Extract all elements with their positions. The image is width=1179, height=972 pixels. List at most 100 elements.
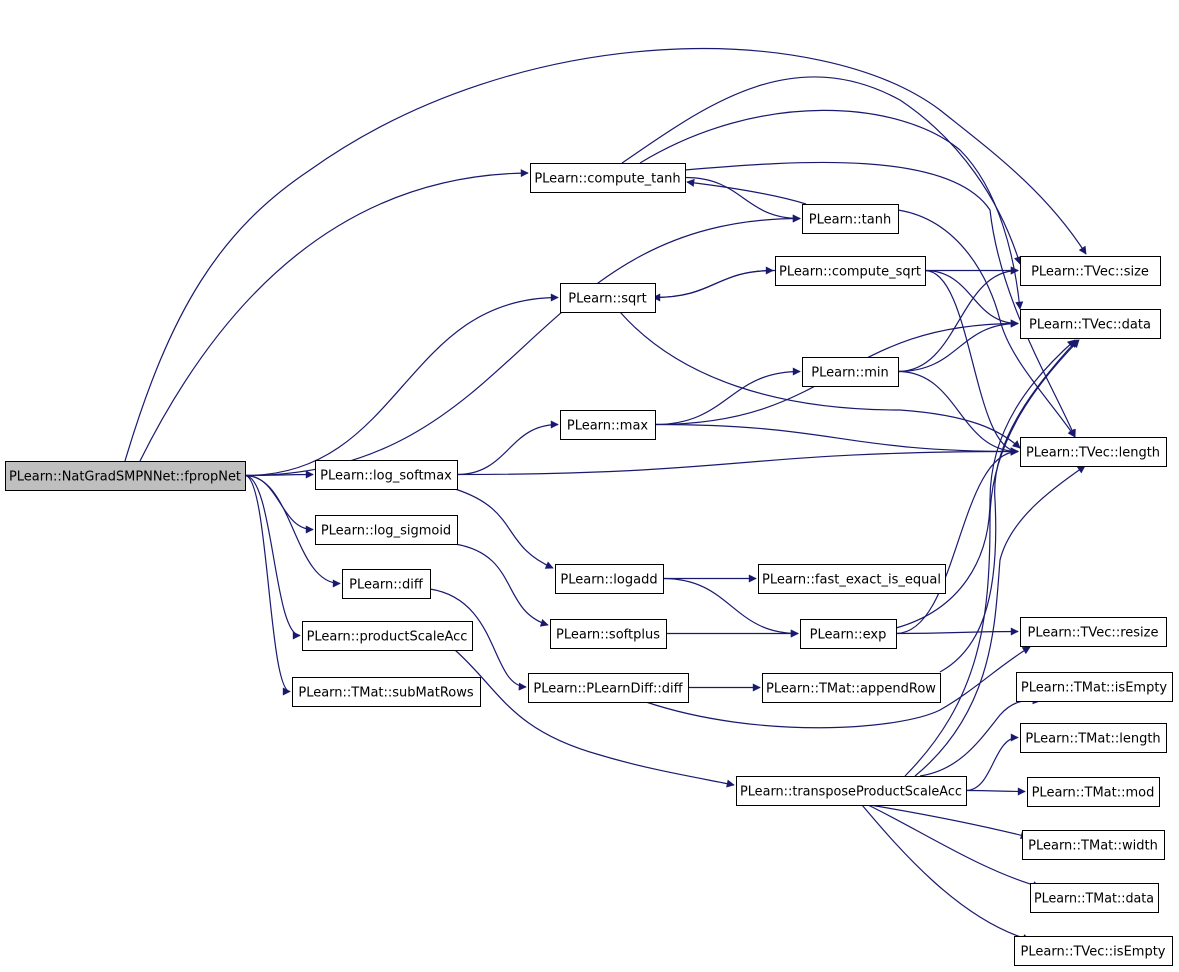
edge-max-to-TVec_length [654, 423, 1019, 456]
node-label: PLearn::transposeProductScaleAcc [740, 785, 962, 800]
node-box [802, 204, 899, 234]
edge-compute_tanh-to-tanh [684, 176, 801, 223]
node-box [1030, 883, 1159, 913]
node-box [1016, 672, 1173, 702]
node-label: PLearn::PLearnDiff::diff [533, 682, 683, 697]
edge-fpropNet-to-log_softmax [244, 470, 314, 479]
node-box [560, 410, 656, 440]
node-TMat_mod[interactable]: PLearn::TMat::mod [1027, 777, 1160, 807]
edge-transposeProductScaleAcc-to-TMat_mod [965, 787, 1026, 796]
node-diff[interactable]: PLearn::diff [342, 569, 431, 599]
node-box [560, 283, 656, 313]
node-PLearnDiff_diff[interactable]: PLearn::PLearnDiff::diff [528, 673, 689, 703]
node-compute_sqrt[interactable]: PLearn::compute_sqrt [775, 256, 926, 286]
nodes: PLearn::NatGradSMPNNet::fpropNetPLearn::… [5, 163, 1173, 966]
node-TVec_isEmpty[interactable]: PLearn::TVec::isEmpty [1014, 936, 1173, 966]
node-box [342, 569, 431, 599]
edge-min-to-TVec_data [897, 319, 1019, 373]
node-logadd[interactable]: PLearn::logadd [555, 564, 664, 594]
edges [124, 48, 1087, 942]
node-box [1020, 437, 1167, 467]
node-TMat_isEmpty[interactable]: PLearn::TMat::isEmpty [1016, 672, 1173, 702]
edge-compute_sqrt-to-sqrt [652, 269, 776, 302]
edge-transposeProductScaleAcc-to-TVec_isEmpty [861, 804, 1031, 942]
node-box [1022, 830, 1165, 860]
node-max[interactable]: PLearn::max [560, 410, 656, 440]
node-label: PLearn::fast_exact_is_equal [762, 573, 941, 588]
node-label: PLearn::exp [810, 628, 887, 643]
node-label: PLearn::TVec::isEmpty [1021, 945, 1166, 960]
node-log_sigmoid[interactable]: PLearn::log_sigmoid [315, 515, 458, 545]
node-TMat_width[interactable]: PLearn::TMat::width [1022, 830, 1165, 860]
edge-PLearnDiff_diff-to-TVec_resize [645, 646, 1031, 729]
node-TVec_resize[interactable]: PLearn::TVec::resize [1020, 617, 1167, 647]
node-label: PLearn::TMat::isEmpty [1021, 681, 1168, 696]
edge-compute_sqrt-to-TVec_data [924, 269, 1019, 328]
node-sqrt[interactable]: PLearn::sqrt [560, 283, 656, 313]
node-TMat_data[interactable]: PLearn::TMat::data [1030, 883, 1159, 913]
node-label: PLearn::compute_sqrt [779, 265, 921, 280]
edge-sqrt-to-TVec_length [619, 311, 1021, 449]
edge-transposeProductScaleAcc-to-TMat_data [867, 804, 1041, 889]
node-label: PLearn::tanh [809, 213, 891, 228]
node-box [528, 673, 689, 703]
edge-fpropNet-to-TVec_size [124, 48, 1087, 462]
node-compute_tanh[interactable]: PLearn::compute_tanh [530, 163, 686, 193]
edge-transposeProductScaleAcc-to-TMat_width [869, 804, 1029, 840]
node-label: PLearn::log_sigmoid [321, 524, 451, 539]
edge-log_softmax-to-max [456, 420, 559, 476]
node-TVec_length[interactable]: PLearn::TVec::length [1020, 437, 1167, 467]
edge-appendRow-to-TVec_data [939, 339, 1078, 673]
node-fast_exact_is_equal[interactable]: PLearn::fast_exact_is_equal [758, 564, 946, 594]
node-box [800, 619, 897, 649]
node-label: PLearn::logadd [560, 573, 657, 588]
edge-min-to-TVec_size [897, 266, 1019, 373]
node-box [758, 564, 946, 594]
edge-transposeProductScaleAcc-to-TVec_length [914, 465, 1086, 777]
node-box [555, 564, 664, 594]
edge-logadd-to-exp [662, 577, 799, 638]
node-TVec_size[interactable]: PLearn::TVec::size [1020, 256, 1161, 286]
node-appendRow[interactable]: PLearn::TMat::appendRow [762, 673, 941, 703]
node-fpropNet[interactable]: PLearn::NatGradSMPNNet::fpropNet [5, 461, 246, 491]
node-tanh[interactable]: PLearn::tanh [802, 204, 899, 234]
node-box [315, 460, 458, 490]
node-label: PLearn::TMat::appendRow [766, 682, 936, 697]
node-log_softmax[interactable]: PLearn::log_softmax [315, 460, 458, 490]
edge-log_softmax-to-logadd [454, 488, 554, 569]
edge-tanh-to-compute_tanh [686, 178, 807, 205]
edge-exp-to-TVec_data [895, 339, 1076, 629]
edge-productScaleAcc-to-transposeProductScaleAcc [454, 649, 735, 788]
node-label: PLearn::TVec::length [1026, 446, 1160, 461]
edge-compute_tanh-to-TVec_length [684, 161, 1076, 438]
edge-exp-to-TVec_resize [895, 627, 1019, 636]
node-label: PLearn::TVec::size [1031, 265, 1149, 280]
node-min[interactable]: PLearn::min [802, 357, 899, 387]
node-box [530, 163, 686, 193]
node-box [5, 461, 246, 491]
node-label: PLearn::min [811, 366, 888, 381]
node-label: PLearn::TVec::resize [1028, 626, 1159, 641]
node-TVec_data[interactable]: PLearn::TVec::data [1020, 309, 1161, 339]
edge-log_sigmoid-to-softplus [454, 543, 549, 627]
edge-exp-to-TVec_length [895, 447, 1019, 635]
edge-compute_sqrt-to-TVec_length [924, 269, 1019, 456]
node-transposeProductScaleAcc[interactable]: PLearn::transposeProductScaleAcc [736, 776, 967, 806]
node-box [736, 776, 967, 806]
node-label: PLearn::max [567, 419, 649, 434]
node-productScaleAcc[interactable]: PLearn::productScaleAcc [302, 621, 473, 651]
node-TMat_length[interactable]: PLearn::TMat::length [1020, 723, 1167, 753]
node-label: PLearn::sqrt [568, 292, 646, 307]
node-box [550, 619, 667, 649]
node-softplus[interactable]: PLearn::softplus [550, 619, 667, 649]
edge-fpropNet-to-sqrt [244, 293, 559, 477]
edge-fpropNet-to-subMatRows [244, 474, 291, 696]
node-subMatRows[interactable]: PLearn::TMat::subMatRows [292, 677, 481, 707]
node-label: PLearn::productScaleAcc [307, 630, 468, 645]
node-label: PLearn::TMat::mod [1032, 786, 1155, 801]
edge-transposeProductScaleAcc-to-TMat_length [965, 733, 1019, 792]
node-box [1014, 936, 1173, 966]
node-exp[interactable]: PLearn::exp [800, 619, 897, 649]
node-label: PLearn::TMat::length [1025, 732, 1160, 747]
